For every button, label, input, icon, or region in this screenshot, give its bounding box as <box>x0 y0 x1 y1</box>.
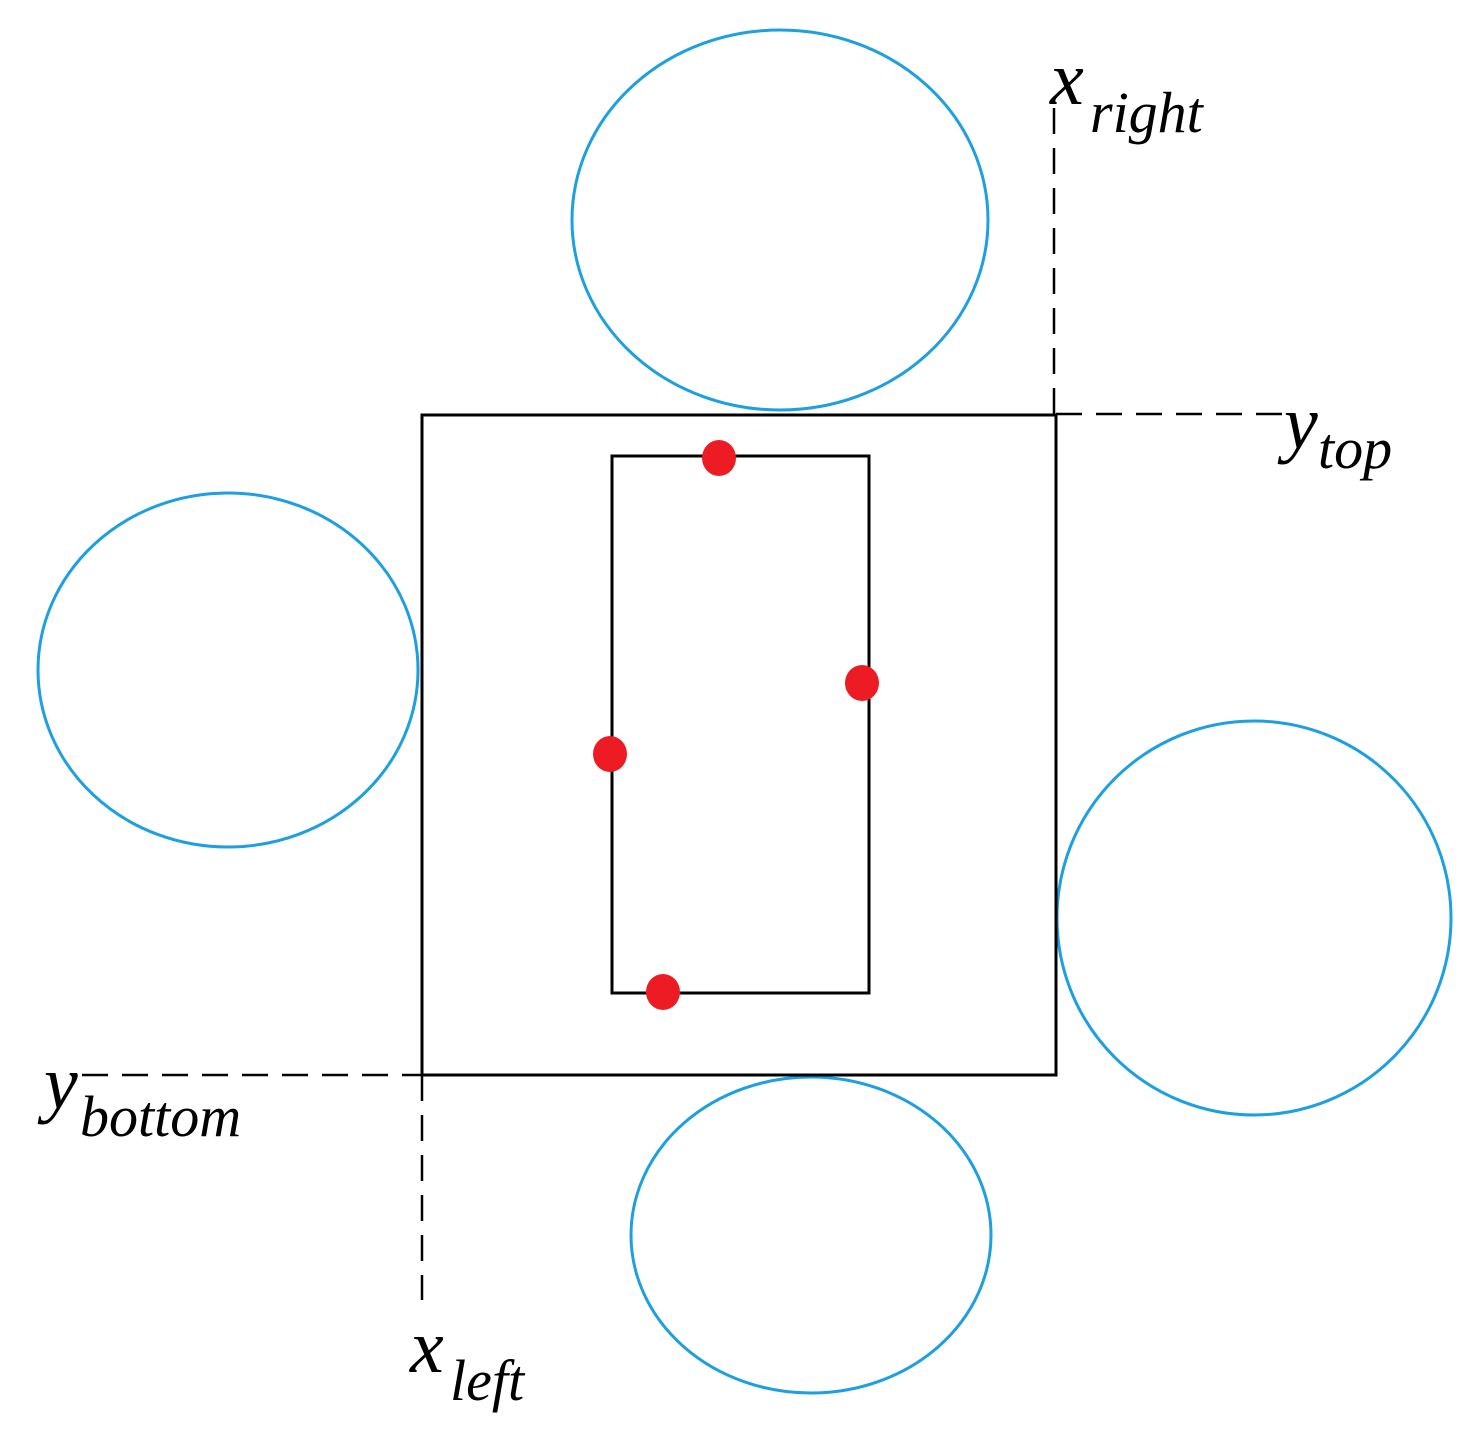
point-left <box>593 736 627 772</box>
point-top <box>702 440 736 476</box>
point-bottom <box>646 974 680 1010</box>
circle-top <box>570 28 990 412</box>
inner-rectangle <box>610 454 871 995</box>
label-y-bottom: ybottom <box>37 1041 241 1149</box>
circle-right <box>1055 719 1453 1117</box>
label-y-top: ytop <box>1277 381 1392 481</box>
outer-bounding-box <box>420 413 1058 1077</box>
circle-left <box>36 491 420 849</box>
point-right <box>845 665 879 701</box>
circle-bottom <box>629 1075 993 1395</box>
